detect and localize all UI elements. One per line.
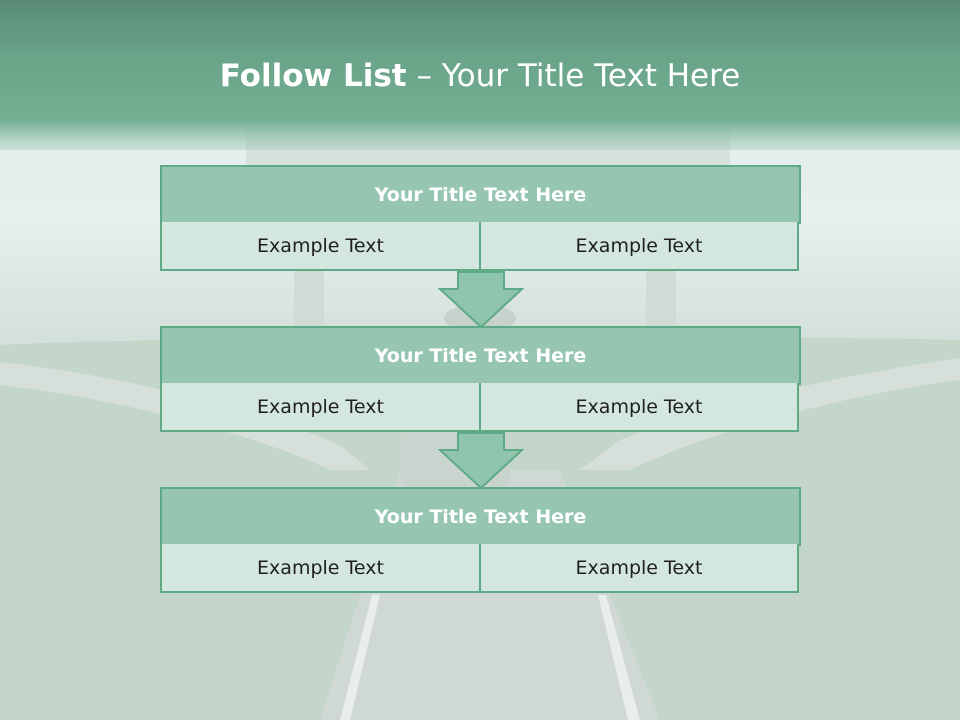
road-edge-left bbox=[340, 595, 380, 720]
block-cell-right: Example Text bbox=[479, 544, 799, 593]
list-block-1: Your Title Text Here Example Text Exampl… bbox=[160, 165, 801, 271]
block-cell-right: Example Text bbox=[479, 383, 799, 432]
block-cell-left: Example Text bbox=[160, 383, 481, 432]
signpost-pole-left bbox=[294, 270, 324, 330]
list-block-3: Your Title Text Here Example Text Exampl… bbox=[160, 487, 801, 593]
block-cell-left: Example Text bbox=[160, 222, 481, 271]
block-cell-left: Example Text bbox=[160, 544, 481, 593]
title-bold-part: Follow List bbox=[219, 58, 407, 94]
block-cell-right: Example Text bbox=[479, 222, 799, 271]
list-block-2: Your Title Text Here Example Text Exampl… bbox=[160, 326, 801, 432]
header-band bbox=[0, 0, 960, 150]
block-title: Your Title Text Here bbox=[160, 165, 801, 224]
road-edge-right bbox=[598, 595, 640, 720]
down-arrow-icon bbox=[438, 432, 524, 490]
title-rest-part: – Your Title Text Here bbox=[406, 58, 741, 94]
block-title: Your Title Text Here bbox=[160, 487, 801, 546]
down-arrow-icon bbox=[438, 271, 524, 329]
page-title: Follow List – Your Title Text Here bbox=[0, 56, 960, 96]
signpost-pole-right bbox=[646, 270, 676, 330]
block-title: Your Title Text Here bbox=[160, 326, 801, 385]
